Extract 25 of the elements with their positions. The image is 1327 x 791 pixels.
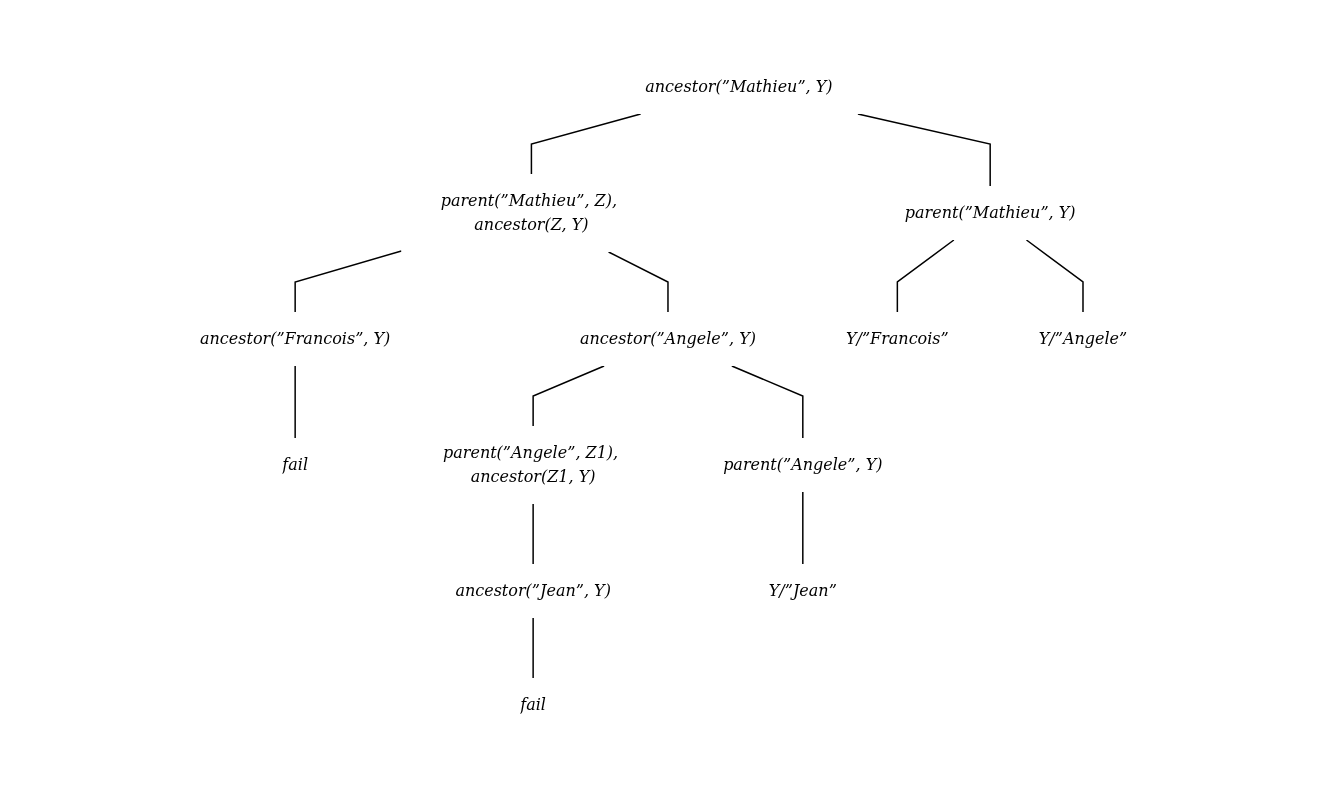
connector: [896, 238, 955, 313]
node-text: parent(”Mathieu”, Y): [904, 202, 1076, 222]
node-text: ancestor(”Angele”, Y): [579, 328, 756, 348]
connector: [1025, 238, 1084, 313]
node-text: ancestor(”Mathieu”, Y): [645, 76, 833, 96]
node-text: parent(”Angele”, Z1), ancestor(Z1, Y): [442, 442, 619, 486]
node-text: ancestor(”Francois”, Y): [199, 328, 391, 348]
connector: [532, 502, 534, 565]
connector: [530, 112, 642, 175]
node-text: fail: [520, 694, 546, 714]
connector: [294, 364, 296, 439]
connector: [607, 250, 669, 313]
node-text: Y/”Angele”: [1038, 328, 1128, 348]
connector: [294, 249, 403, 313]
node-text: Y/”Francois”: [845, 328, 949, 348]
node-text: Y/”Jean”: [768, 580, 837, 600]
connector: [730, 364, 804, 439]
connector: [532, 364, 605, 427]
node-text: parent(”Angele”, Y): [723, 454, 883, 474]
connector: [532, 616, 534, 679]
node-text: fail: [282, 454, 308, 474]
connector: [801, 490, 804, 565]
connector: [857, 112, 991, 187]
node-text: ancestor(”Jean”, Y): [455, 580, 611, 600]
node-text: parent(”Mathieu”, Z), ancestor(Z, Y): [440, 190, 617, 234]
